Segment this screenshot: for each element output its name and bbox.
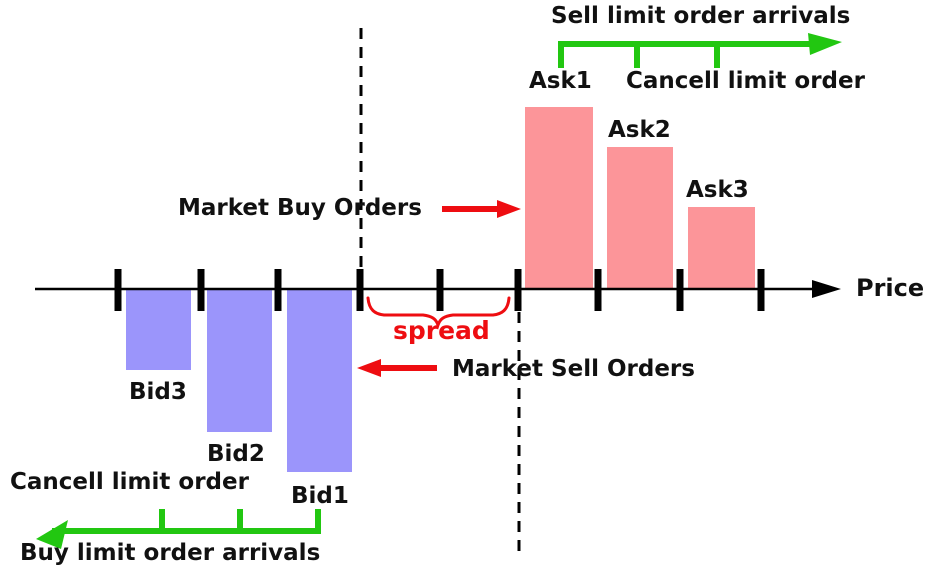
sell-arrivals-bracket [558, 41, 818, 68]
bid1-label: Bid1 [291, 483, 349, 509]
buy-limit-arrivals-label: Buy limit order arrivals [20, 540, 321, 566]
tick-mark [274, 269, 282, 311]
sell-limit-arrivals-label: Sell limit order arrivals [551, 3, 851, 29]
tick-mark [356, 269, 364, 311]
bid3-label: Bid3 [129, 379, 187, 405]
price-axis-label: Price [856, 274, 925, 302]
market-sell-arrowhead-icon [357, 359, 381, 377]
ask1-label: Ask1 [529, 68, 592, 94]
ask2-bar [607, 147, 673, 289]
sell-arrivals-arrowhead-icon [808, 33, 842, 55]
bid1-bar [287, 290, 352, 472]
ask1-bar [525, 107, 593, 289]
market-buy-orders-label: Market Buy Orders [178, 195, 422, 221]
tick-mark [594, 269, 602, 311]
ask3-label: Ask3 [686, 177, 749, 203]
bid2-bar [207, 290, 272, 432]
market-buy-arrowhead-icon [497, 200, 521, 218]
market-buy-arrow [442, 200, 521, 218]
market-sell-arrow [357, 359, 437, 377]
tick-mark [197, 269, 205, 311]
bid2-label: Bid2 [207, 441, 265, 467]
tick-mark [757, 269, 765, 311]
price-axis-arrowhead-icon [812, 280, 841, 298]
cancel-limit-order-bottom-label: Cancell limit order [10, 469, 249, 495]
market-sell-orders-label: Market Sell Orders [452, 356, 695, 382]
bid3-bar [126, 290, 191, 370]
buy-arrivals-bracket [52, 509, 321, 534]
spread-label: spread [393, 316, 490, 345]
tick-mark [436, 269, 444, 311]
cancel-limit-order-top-label: Cancell limit order [626, 68, 865, 94]
tick-mark [114, 269, 122, 311]
ask3-bar [688, 207, 755, 289]
tick-mark [514, 269, 522, 311]
tick-mark [676, 269, 684, 311]
ask2-label: Ask2 [608, 117, 671, 143]
